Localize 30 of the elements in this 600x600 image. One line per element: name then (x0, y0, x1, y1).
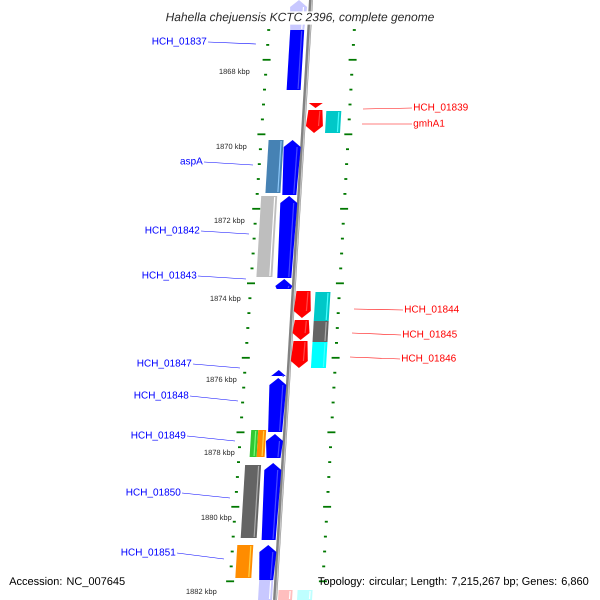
leader-line (208, 42, 256, 44)
leader-line (362, 108, 412, 110)
leader-line (182, 492, 230, 498)
title: Hahella chejuensis KCTC 2396, complete genome (164, 11, 436, 25)
gene-label: HCH_01849 (132, 432, 186, 440)
info-text: Topology: circular; Length: 7,215,267 bp; Genes: 6,860 (318, 576, 588, 588)
gene-label: HCH_01842 (146, 226, 200, 236)
gene-label: HCH_01851 (122, 548, 176, 558)
gene-label: HCH_01843 (142, 272, 196, 280)
gene-label: HCH_01848 (134, 392, 188, 400)
leader-line (352, 332, 402, 336)
gene-label: HCH_01844 (405, 306, 459, 314)
gene-label: gmhA1 (414, 119, 444, 129)
leader-line (204, 162, 254, 166)
leader-line (176, 552, 224, 560)
gene-label: HCH_01845 (403, 330, 457, 340)
leader-line (198, 276, 246, 280)
gene-label: HCH_01850 (126, 488, 180, 498)
leader-line (350, 356, 400, 360)
leader-line (354, 308, 404, 310)
leader-line (190, 396, 238, 402)
gene-label: HCH_01847 (138, 360, 192, 368)
leader-line (200, 230, 250, 234)
gene-label: aspA (180, 158, 203, 166)
gene-label: HCH_01839 (414, 104, 468, 112)
info-text: Accession: NC_007645 (9, 576, 125, 588)
gene-label: HCH_01846 (402, 354, 456, 364)
gene-label: HCH_01837 (152, 38, 206, 46)
leader-line (192, 364, 240, 368)
leader-line (186, 436, 236, 442)
